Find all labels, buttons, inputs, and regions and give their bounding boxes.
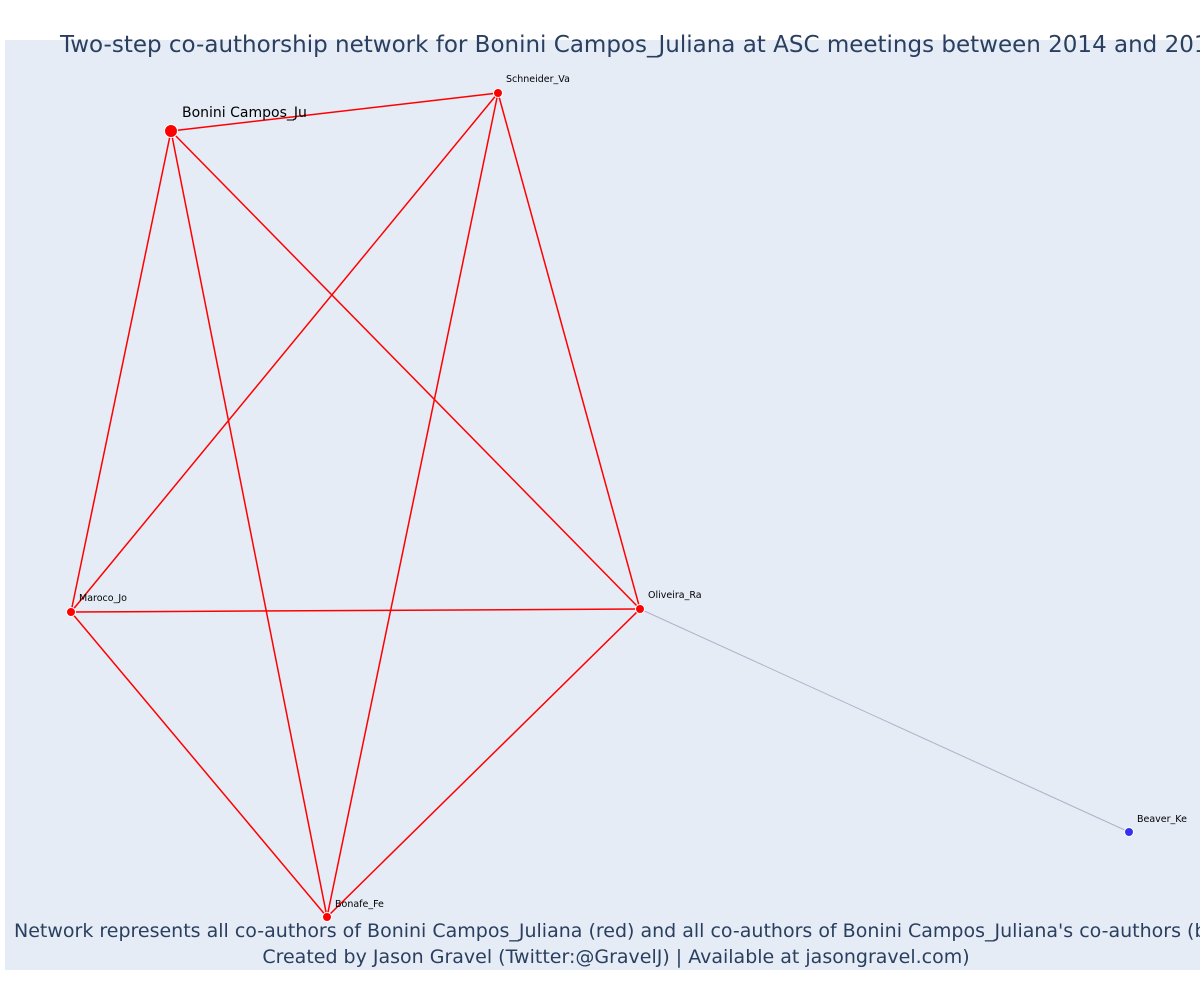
chart-title: Two-step co-authorship network for Bonin…: [59, 32, 1200, 58]
node-label-bonafe: Bonafe_Fe: [335, 899, 384, 910]
edges-layer: [70, 92, 1130, 918]
node-oliveira[interactable]: [635, 604, 645, 614]
edge-oliveira-bonafe: [326, 608, 641, 918]
caption-line-2: Created by Jason Gravel (Twitter:@Gravel…: [262, 946, 969, 968]
edge-schneider-bonafe: [326, 92, 499, 918]
node-beaver[interactable]: [1124, 827, 1134, 837]
node-label-bonini: Bonini Campos_Ju: [182, 105, 307, 121]
caption-line-1: Network represents all co-authors of Bon…: [14, 920, 1200, 942]
edge-bonini-maroco: [70, 130, 172, 613]
edge-schneider-maroco: [70, 92, 499, 613]
node-bonini[interactable]: [164, 124, 178, 138]
plot-background: [5, 40, 1200, 970]
node-label-schneider: Schneider_Va: [506, 74, 570, 85]
node-label-maroco: Maroco_Jo: [79, 593, 127, 604]
edge-bonini-bonafe: [170, 130, 328, 918]
node-schneider[interactable]: [493, 88, 503, 98]
node-label-beaver: Beaver_Ke: [1137, 814, 1187, 825]
edge-maroco-oliveira: [70, 608, 641, 613]
edge-schneider-oliveira: [497, 92, 641, 610]
node-bonafe[interactable]: [322, 912, 332, 922]
edge-oliveira-beaver: [639, 608, 1130, 833]
node-label-oliveira: Oliveira_Ra: [648, 590, 702, 601]
node-maroco[interactable]: [66, 607, 76, 617]
nodes-layer: [66, 88, 1134, 922]
edge-bonini-schneider: [170, 92, 499, 132]
edge-maroco-bonafe: [70, 611, 328, 918]
edge-bonini-oliveira: [170, 130, 641, 610]
